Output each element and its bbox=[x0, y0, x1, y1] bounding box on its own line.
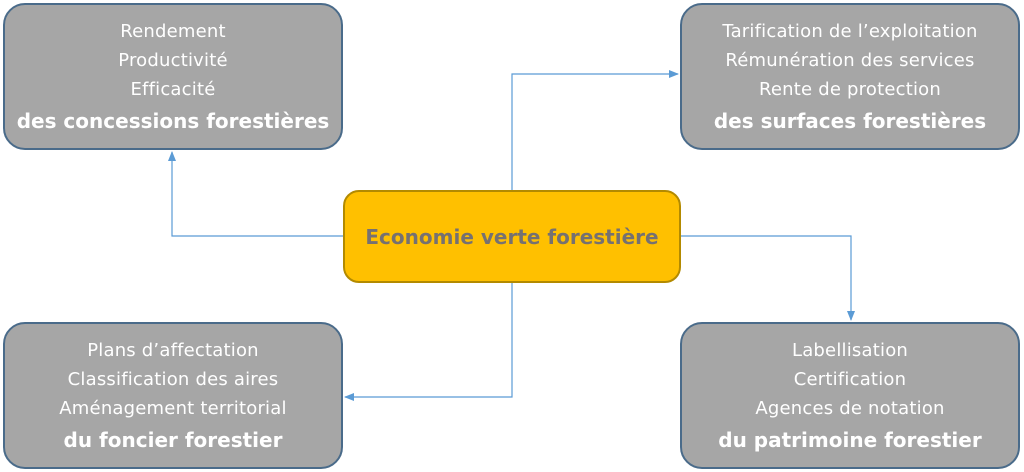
box-line: Aménagement territorial bbox=[59, 397, 287, 419]
connector-bottom-right bbox=[681, 235, 855, 321]
box-line: Rente de protection bbox=[758, 78, 941, 100]
box-line: Certification bbox=[793, 368, 907, 390]
box-line: Productivité bbox=[118, 49, 228, 71]
connector-bottom-left bbox=[344, 283, 513, 401]
box-line: Tarification de l’exploitation bbox=[722, 20, 978, 42]
box-line: Labellisation bbox=[791, 339, 909, 361]
box-line: Classification des aires bbox=[67, 368, 279, 390]
connector-top-left bbox=[168, 151, 343, 237]
box-foncier: Plans d’affectation Classification des a… bbox=[3, 322, 343, 469]
box-heading: des concessions forestières bbox=[16, 108, 330, 133]
box-line: Rémunération des services bbox=[725, 49, 975, 71]
box-line: Agences de notation bbox=[755, 397, 945, 419]
box-heading: du foncier forestier bbox=[63, 427, 283, 452]
connector-top-right bbox=[511, 70, 679, 190]
box-patrimoine: Labellisation Certification Agences de n… bbox=[680, 322, 1020, 469]
box-line: Plans d’affectation bbox=[87, 339, 259, 361]
box-concessions: Rendement Productivité Efficacité des co… bbox=[3, 3, 343, 150]
box-line: Efficacité bbox=[130, 78, 216, 100]
center-node: Economie verte forestière bbox=[343, 190, 681, 283]
box-line: Rendement bbox=[120, 20, 226, 42]
box-surfaces: Tarification de l’exploitation Rémunérat… bbox=[680, 3, 1020, 150]
center-title: Economie verte forestière bbox=[365, 224, 659, 249]
box-heading: du patrimoine forestier bbox=[718, 427, 982, 452]
box-heading: des surfaces forestières bbox=[713, 108, 987, 133]
